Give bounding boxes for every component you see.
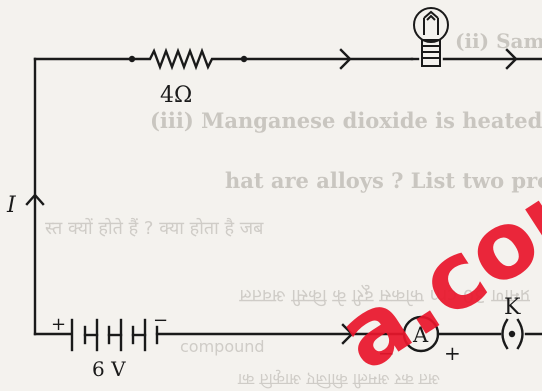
bulb-icon xyxy=(410,7,542,67)
bg-text-line1: (ii) Sambhar is heated in the presence xyxy=(455,29,542,53)
resistor xyxy=(130,47,246,71)
plug-key xyxy=(501,318,542,350)
bg-text-line2: (iii) Manganese dioxide is heated xyxy=(150,108,542,133)
key-label: K xyxy=(504,295,521,320)
resistor-label: 4Ω xyxy=(160,83,192,108)
ammeter-plus-sign: + xyxy=(444,341,461,365)
bg-text-line4: स्त क्यों होते हैं ? क्या होता है जब xyxy=(45,217,264,239)
ammeter-label: A xyxy=(412,323,429,347)
current-arrow-bottom xyxy=(341,323,354,345)
current-arrow-left xyxy=(25,193,45,206)
current-arrow-top xyxy=(339,48,352,70)
battery-minus-sign: − xyxy=(153,310,168,331)
battery-plus-sign: + xyxy=(51,314,66,335)
current-arrow-top-right xyxy=(505,48,518,70)
bg-text-line7: अत कर अमली कीजिए आकृति का xyxy=(237,369,440,389)
bg-text-line3: hat are alloys ? List two properti xyxy=(225,168,542,193)
bg-text-line5: प्रमाण 30 cm फोकस दूरी के किसी अवतल xyxy=(239,284,530,307)
current-label: I xyxy=(6,193,17,218)
battery xyxy=(70,318,159,352)
ammeter-minus-sign: − xyxy=(378,341,395,365)
bg-text-line6: compound xyxy=(180,337,265,356)
battery-label: 6 V xyxy=(92,357,126,381)
